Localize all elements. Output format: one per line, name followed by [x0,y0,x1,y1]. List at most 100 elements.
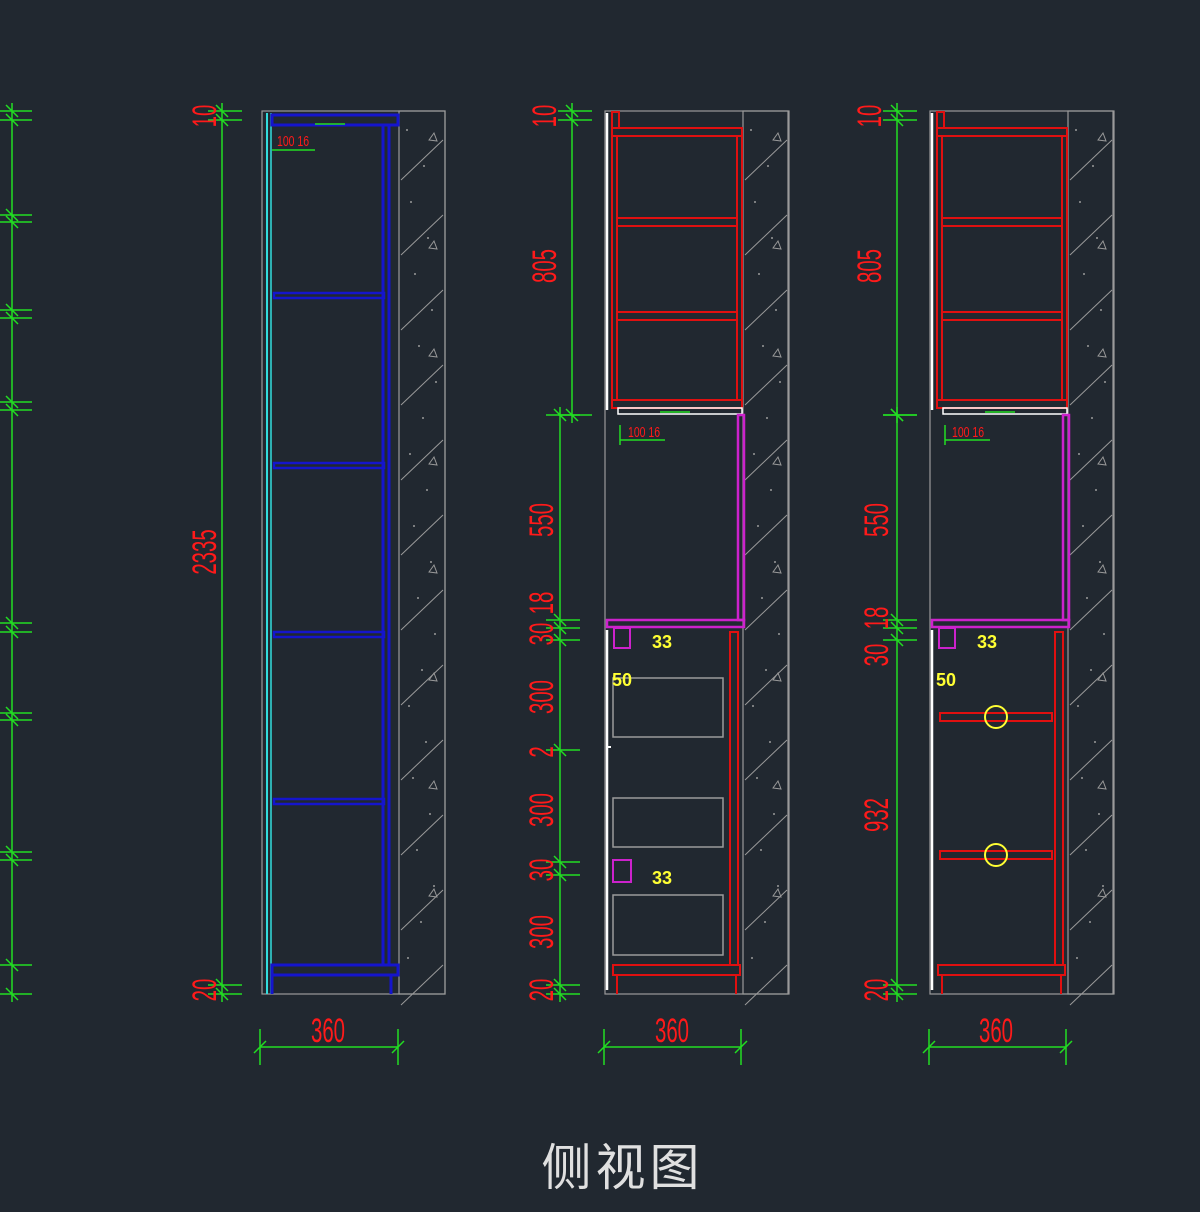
wall-hatch [1069,364,1113,406]
note-text: 33 [652,868,672,888]
wall-dot [421,669,423,671]
wall-dot [760,849,762,851]
wall-dot [1094,741,1096,743]
wall-hatch [744,964,788,1006]
wall-dot [408,705,410,707]
dim-text: 300 [523,915,561,949]
handle-profile [612,859,632,883]
back-panel [736,135,743,401]
top-strip [936,111,945,129]
wall-aggregate [772,887,782,898]
wall-hatch [1069,814,1113,856]
side-panel [611,135,618,401]
counter-panel [605,618,746,629]
dimension-tick [565,104,579,118]
wall-hatch [1069,139,1113,181]
wall-dot [1090,669,1092,671]
wall-hatch [744,364,788,406]
dim-text: 805 [526,249,564,283]
dim-text: 2 [523,746,561,757]
view-outline [929,110,1114,995]
shelf [272,291,386,300]
wall-hatch [744,739,788,781]
dim-text: 2335 [186,529,224,574]
wall-hatch [400,814,444,856]
top-strip [611,111,620,129]
dimension-tick [215,987,229,1001]
wall-dot [771,237,773,239]
wall-dot [751,957,753,959]
wall-hatch [400,739,444,781]
note-text: 50 [936,670,956,690]
wall-dot [1083,273,1085,275]
wall-hatch [744,664,788,706]
back-panel [1054,631,1064,966]
note-text: 100 16 [277,132,309,149]
wall-dot [410,201,412,203]
wall-dot [1087,345,1089,347]
wall-dot [430,561,432,563]
wall-hatch [400,964,444,1006]
wall-aggregate [772,455,782,466]
shelf [272,461,386,470]
wall-aggregate [428,887,438,898]
dim-text: 18 [523,592,561,615]
wall-hatch [1069,739,1113,781]
back-panel [1061,135,1068,401]
view-1-labels: 10 2335 20 360 100 16 [186,105,345,1050]
dimension-tick [253,1040,267,1054]
view-2-labels: 10 805 550 18 30 300 2 300 30 300 20 360… [523,105,689,1050]
drawer [612,677,724,738]
dimension-tick [215,104,229,118]
wall-aggregate [1097,131,1107,142]
shelf [272,630,386,639]
wall-dot [766,417,768,419]
wall-aggregate [1097,563,1107,574]
wall-aggregate [772,131,782,142]
dim-text: 20 [858,979,896,1002]
dim-text: 20 [186,979,224,1002]
shelf [616,217,738,227]
wall-dot [752,705,754,707]
back-post [381,123,391,967]
wall-dot [754,201,756,203]
wall-dot [1086,597,1088,599]
dim-text: 10 [851,105,889,128]
shelf [272,797,386,806]
shelf [939,850,1053,860]
bottom-panel [937,964,1066,976]
wall-hatch [1069,589,1113,631]
wall-dot [761,597,763,599]
wall-dot [756,777,758,779]
wall-dot [1085,849,1087,851]
wall-dot [417,597,419,599]
wall-hatch [400,439,444,481]
hole-icon [984,705,1008,729]
dimension-tick [215,113,229,127]
dimension-tick [890,978,904,992]
wall-dot [429,813,431,815]
wall-dot [765,669,767,671]
dim-text: 300 [523,793,561,827]
width-dim-text: 360 [311,1012,345,1050]
shelf [941,311,1063,321]
wall-dot [413,525,415,527]
dim-text: 805 [851,249,889,283]
wall-dot [1076,957,1078,959]
note-text: 100 16 [952,423,984,440]
dimension-tick [5,616,19,630]
dimension-tick [597,1040,611,1054]
dim-text: 20 [523,979,561,1002]
dimension-tick [215,978,229,992]
wall-dot [431,309,433,311]
top-panel [270,113,400,127]
light-rail [617,407,743,415]
wall-dot [769,741,771,743]
dimension-tick [553,408,567,422]
wall-hatch [744,514,788,556]
dimension-tick [5,706,19,720]
dimension-tick [890,633,904,647]
wall-dot [1082,525,1084,527]
wall-dot [435,381,437,383]
wall-dot [1091,417,1093,419]
